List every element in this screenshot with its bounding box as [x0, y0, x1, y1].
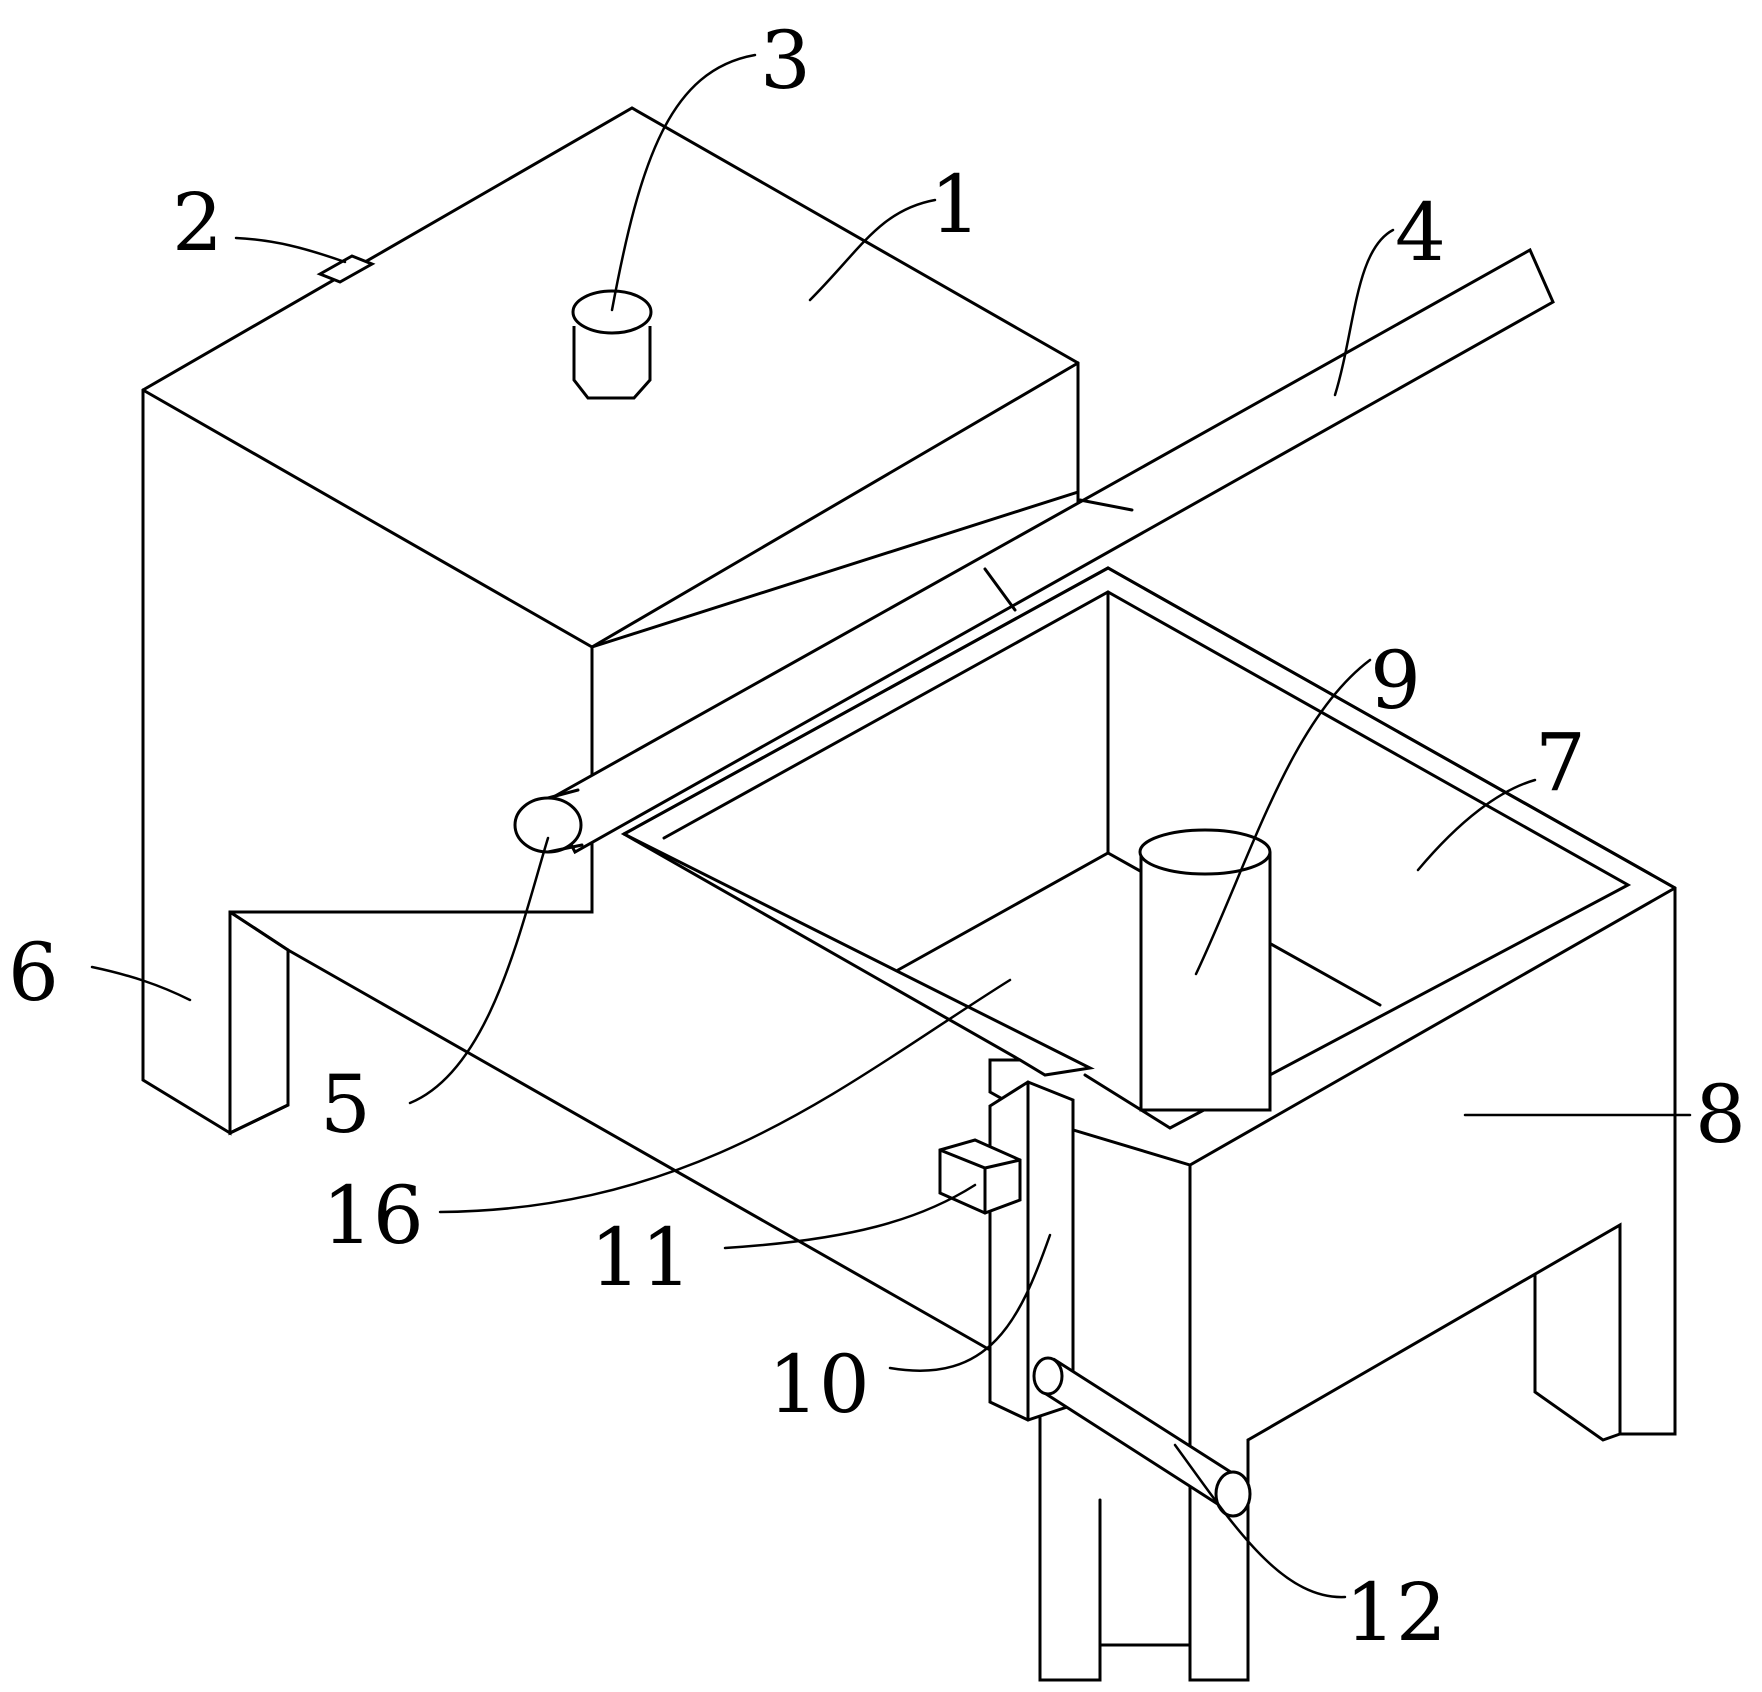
leader-2: [234, 236, 347, 264]
label-16: 16: [322, 1169, 424, 1262]
tank-box: [620, 566, 1677, 1682]
label-12: 12: [1345, 1566, 1447, 1659]
label-7: 7: [1535, 716, 1586, 809]
reference-numerals: 1 2 3 4 5 6 7 8 9 10 11 12 16: [8, 14, 1746, 1659]
top-cylinder-3: [571, 289, 653, 400]
label-10: 10: [768, 1338, 870, 1431]
leader-5: [408, 836, 550, 1105]
rod-12: [1032, 1356, 1252, 1518]
leader-7: [1416, 778, 1537, 872]
leader-12: [1173, 1443, 1347, 1599]
leader-10: [888, 1233, 1052, 1372]
label-1: 1: [930, 158, 981, 251]
pipe-end-5: [513, 796, 583, 854]
label-3: 3: [760, 14, 811, 107]
leader-11: [723, 1183, 977, 1250]
tank-body: [620, 566, 1677, 1682]
leader-lines: [90, 53, 1692, 1599]
leader-16: [438, 978, 1012, 1214]
label-9: 9: [1370, 634, 1421, 727]
pipe-4: [513, 247, 1555, 855]
label-11: 11: [590, 1211, 692, 1304]
leader-3: [610, 53, 757, 312]
leader-6: [90, 965, 192, 1002]
leader-9: [1194, 658, 1372, 976]
label-4: 4: [1395, 186, 1446, 279]
leader-1: [808, 198, 937, 302]
column-9: [1138, 828, 1272, 1112]
label-6: 6: [8, 926, 59, 1019]
label-8: 8: [1695, 1068, 1746, 1161]
label-5: 5: [320, 1058, 371, 1151]
leader-4: [1333, 228, 1395, 397]
label-2: 2: [172, 176, 223, 269]
